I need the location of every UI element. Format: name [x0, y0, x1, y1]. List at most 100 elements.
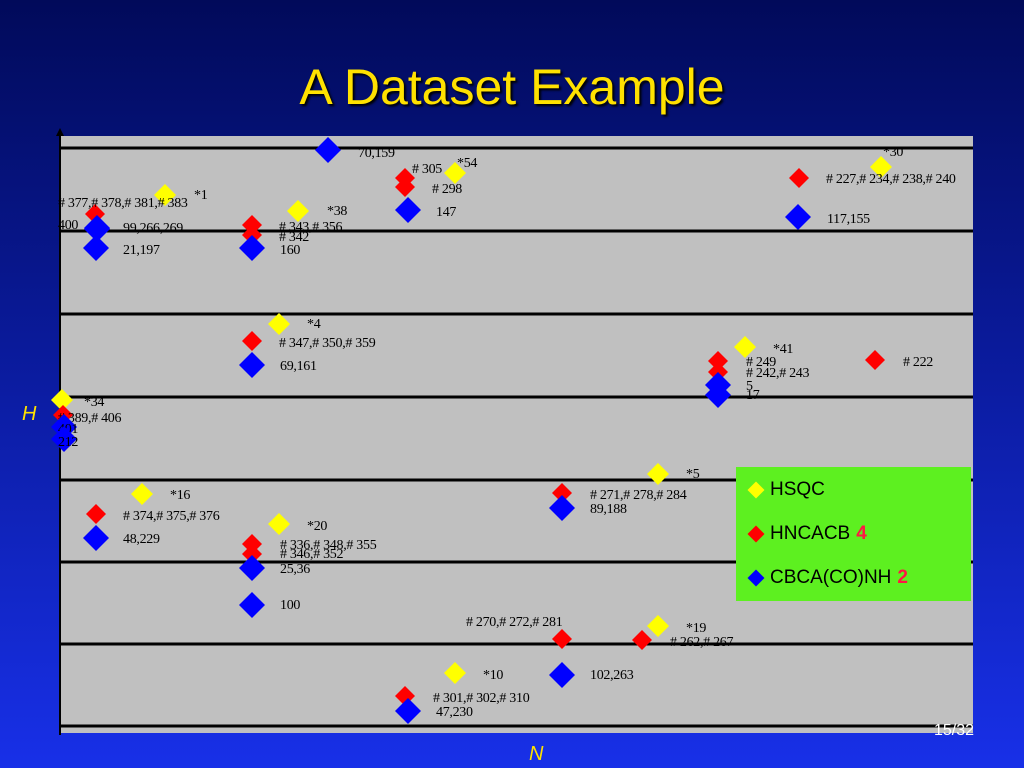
point-marker	[84, 216, 110, 242]
point-marker	[51, 426, 77, 452]
point-label: # 389,# 406	[58, 411, 122, 426]
point-marker	[789, 168, 809, 188]
point-label: # 249	[746, 355, 776, 370]
point-marker	[632, 630, 652, 650]
legend-label: HSQC	[770, 479, 825, 500]
gridlines	[60, 146, 973, 728]
page-number: 15/32	[934, 722, 975, 739]
point-label: *16	[170, 488, 190, 503]
point-marker	[154, 184, 176, 206]
point-marker	[647, 615, 669, 637]
point-label: 69,161	[280, 359, 317, 374]
point-label: 70,159	[358, 146, 395, 161]
point-marker	[239, 352, 265, 378]
point-label: # 336,# 348,# 355	[280, 538, 377, 553]
point-label: 25,36	[280, 562, 310, 577]
point-marker	[549, 495, 575, 521]
point-label: # 262,# 267	[670, 635, 734, 650]
point-label: *4	[307, 317, 321, 332]
point-label: *5	[686, 467, 700, 482]
legend-item-cbcaconh: CBCA(CO)NH 2	[747, 563, 908, 593]
point-label: 147	[436, 205, 456, 220]
point-label: # 270,# 272,# 281	[466, 615, 563, 630]
point-marker	[83, 525, 109, 551]
point-marker	[51, 389, 73, 411]
legend-item-hsqc: HSQC	[747, 475, 825, 505]
point-marker	[734, 336, 756, 358]
diamond-icon	[747, 481, 765, 499]
point-marker	[395, 197, 421, 223]
point-label: # 227,# 234,# 238,# 240	[826, 172, 956, 187]
y-axis-label: H	[22, 403, 37, 425]
point-marker	[315, 137, 341, 163]
point-marker	[647, 463, 669, 485]
point-label: 5	[746, 379, 753, 394]
point-label: # 271,# 278,# 284	[590, 488, 687, 503]
point-label: 99,266,269	[123, 221, 183, 236]
point-marker	[444, 162, 466, 184]
point-marker	[708, 351, 728, 371]
point-label: # 298	[432, 182, 462, 197]
point-marker	[395, 698, 421, 724]
chart-legend: HSQC HNCACB 4 CBCA(CO)NH 2	[736, 467, 971, 601]
point-label: 21,197	[123, 243, 160, 258]
legend-label: CBCA(CO)NH	[770, 567, 892, 588]
point-label: # 347,# 350,# 359	[279, 336, 376, 351]
point-marker	[268, 513, 290, 535]
point-label: 48,229	[123, 532, 160, 547]
point-marker	[785, 204, 811, 230]
point-label: # 305	[412, 162, 442, 177]
point-label: *20	[307, 519, 327, 534]
point-marker	[239, 555, 265, 581]
y-axis-arrow	[56, 128, 64, 136]
point-label: 17	[746, 388, 760, 403]
point-label: 117,155	[827, 212, 870, 227]
point-marker	[552, 483, 572, 503]
point-label: # 377,# 378,# 381,# 383	[58, 196, 188, 211]
legend-count: 4	[856, 523, 867, 544]
point-marker	[239, 592, 265, 618]
point-label: # 374,# 375,# 376	[123, 509, 220, 524]
diamond-icon	[747, 525, 765, 543]
point-label: *1	[194, 188, 208, 203]
point-marker	[287, 200, 309, 222]
point-marker	[242, 544, 262, 564]
point-marker	[86, 504, 106, 524]
point-label: *54	[457, 156, 477, 171]
point-marker	[268, 313, 290, 335]
point-marker	[242, 331, 262, 351]
point-label: 102,263	[590, 668, 634, 683]
point-label: *34	[84, 395, 104, 410]
slide-title: A Dataset Example	[299, 59, 725, 115]
point-label: *19	[686, 621, 706, 636]
point-label: # 301,# 302,# 310	[433, 691, 530, 706]
point-label: # 242,# 243	[746, 366, 810, 381]
point-label: # 342	[279, 230, 309, 245]
point-label: # 346,# 352	[280, 547, 344, 562]
point-label: # 343,# 356	[279, 220, 343, 235]
point-marker	[552, 629, 572, 649]
point-label: 160	[280, 243, 300, 258]
point-marker	[239, 235, 265, 261]
point-label: # 222	[903, 355, 933, 370]
point-marker	[549, 662, 575, 688]
legend-count: 2	[897, 567, 908, 588]
x-axis-label: N	[529, 743, 544, 765]
point-marker	[395, 177, 415, 197]
point-label: 212	[58, 435, 78, 450]
point-label: *38	[327, 204, 347, 219]
legend-label: HNCACB	[770, 523, 851, 544]
point-marker	[83, 235, 109, 261]
point-marker	[870, 156, 892, 178]
point-label: 400	[58, 218, 78, 233]
plot-area	[60, 136, 973, 733]
legend-item-hncacb: HNCACB 4	[747, 519, 867, 549]
point-label: *41	[773, 342, 793, 357]
point-label: *10	[483, 668, 503, 683]
point-marker	[705, 382, 731, 408]
diamond-icon	[747, 569, 765, 587]
point-label: 47,230	[436, 705, 473, 720]
point-label: 89,188	[590, 502, 627, 517]
